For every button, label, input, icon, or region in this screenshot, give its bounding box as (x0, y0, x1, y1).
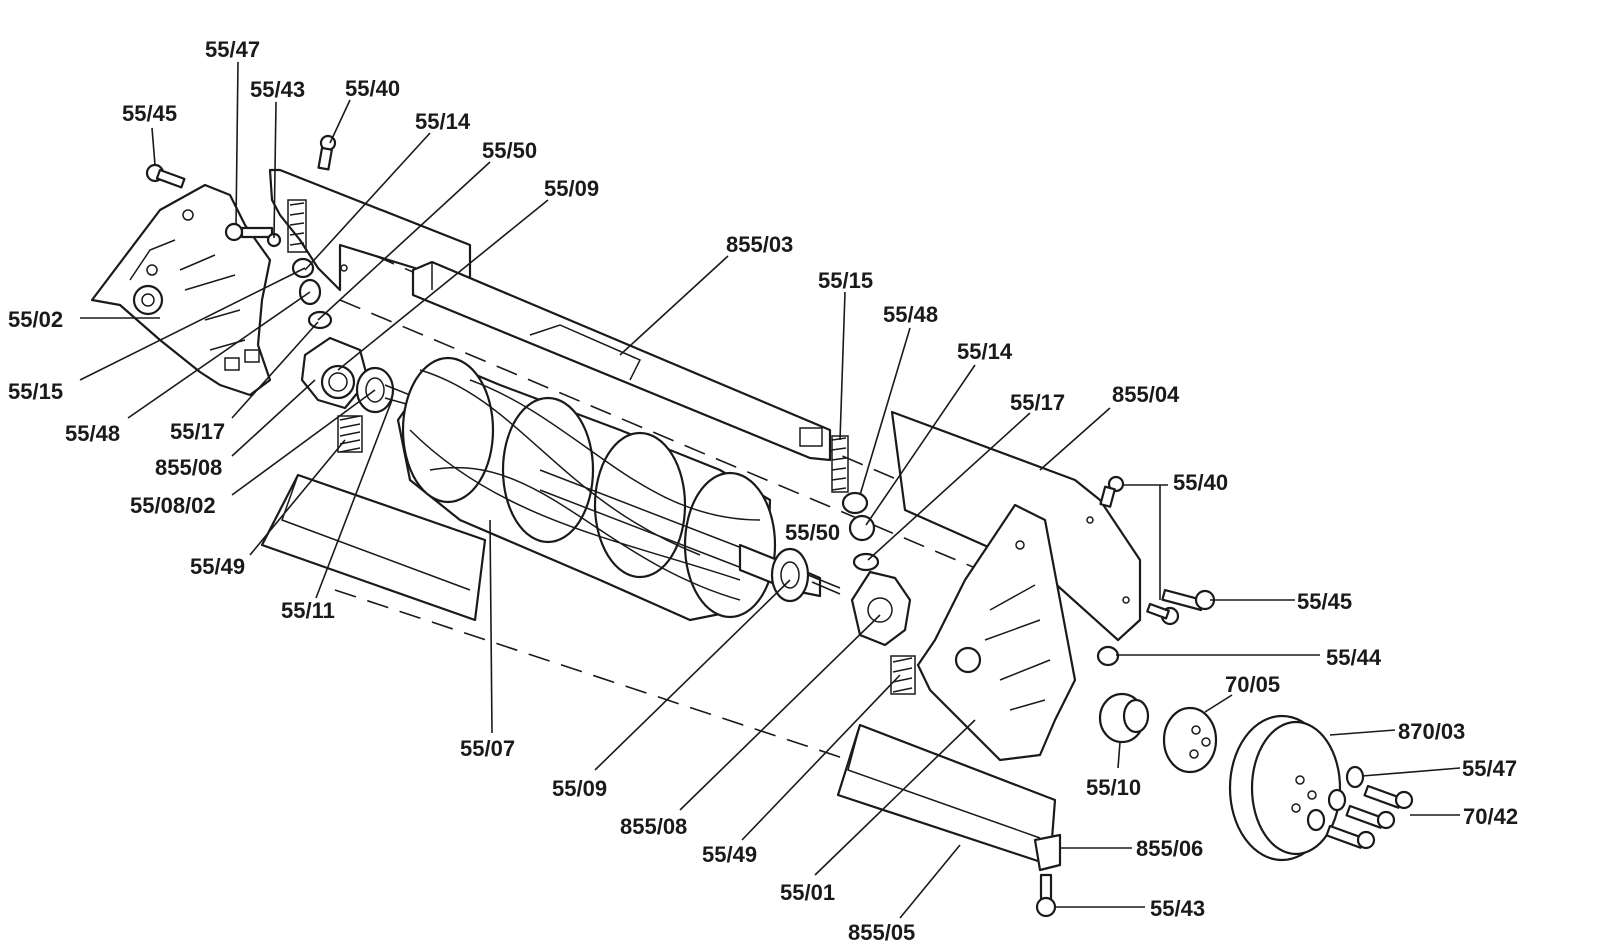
callout-55-43-top: 55/43 (250, 77, 305, 102)
middle-nut (841, 491, 880, 572)
callout-55-45-right: 55/45 (1297, 589, 1352, 614)
hub-70-05 (1162, 706, 1218, 774)
pulley-washers (1306, 765, 1365, 832)
pulley-bolts (1325, 784, 1414, 850)
left-cutter-bearing (355, 366, 411, 414)
callout-55-17-mid: 55/17 (1010, 390, 1065, 415)
callout-55-10: 55/10 (1086, 775, 1141, 800)
callout-55-43-bottom: 55/43 (1150, 896, 1205, 921)
left-lower-blade (260, 473, 487, 622)
screw-right-lower (1146, 602, 1180, 626)
left-bearing-housing (300, 336, 370, 410)
bottom-blade-bar (411, 260, 832, 462)
callout-55-01: 55/01 (780, 880, 835, 905)
bearing-55-10 (1098, 692, 1150, 744)
screw-left-plate (224, 222, 282, 248)
callout-55-40-top: 55/40 (345, 76, 400, 101)
callout-55-47-right: 55/47 (1462, 756, 1517, 781)
right-bearing-housing (850, 570, 912, 647)
callout-55-49-left: 55/49 (190, 554, 245, 579)
callout-55-50-mid: 55/50 (785, 520, 840, 545)
cutting-reel (396, 356, 841, 622)
callout-855-05: 855/05 (848, 920, 915, 945)
callout-55-17-left: 55/17 (170, 419, 225, 444)
callout-870-03: 870/03 (1398, 719, 1465, 744)
screw-right-top (1099, 475, 1125, 508)
screw-top-center (317, 134, 337, 171)
callout-855-04: 855/04 (1112, 382, 1180, 407)
screw-bottom (1035, 873, 1057, 918)
callout-55-48-mid: 55/48 (883, 302, 938, 327)
callout-55-15-left: 55/15 (8, 379, 63, 404)
callout-70-42: 70/42 (1463, 804, 1518, 829)
callout-55-11: 55/11 (281, 598, 335, 623)
callout-55-49-bottom: 55/49 (702, 842, 757, 867)
callout-55-02: 55/02 (8, 307, 63, 332)
callout-55-40-right: 55/40 (1173, 470, 1228, 495)
screw-top-left (145, 163, 186, 189)
right-spring (890, 655, 916, 695)
callout-55-50-top: 55/50 (482, 138, 537, 163)
callout-855-03: 855/03 (726, 232, 793, 257)
screw-right-mid (1161, 588, 1216, 612)
callout-55-47-top: 55/47 (205, 37, 260, 62)
left-side-plate (90, 183, 272, 397)
callout-55-09-top: 55/09 (544, 176, 599, 201)
callout-labels: 55/47 55/43 55/40 55/45 55/14 55/50 55/0… (8, 37, 1518, 945)
callout-55-14-mid: 55/14 (957, 339, 1013, 364)
stud-left (287, 199, 307, 253)
callout-855-08-left: 855/08 (155, 455, 222, 480)
frame-bar-top (268, 168, 472, 292)
right-side-plate (916, 503, 1077, 762)
callout-55-48-left: 55/48 (65, 421, 120, 446)
nut-55-44 (1096, 645, 1120, 667)
leader-lines (79, 61, 1461, 919)
callout-855-06: 855/06 (1136, 836, 1203, 861)
callout-55-08-02: 55/08/02 (130, 493, 216, 518)
callout-70-05: 70/05 (1225, 672, 1280, 697)
blade-clip (1033, 833, 1062, 872)
callout-855-08-bottom: 855/08 (620, 814, 687, 839)
left-spring (337, 415, 363, 453)
callout-55-09-bottom: 55/09 (552, 776, 607, 801)
pulley-870-03 (1228, 714, 1342, 862)
callout-55-15-mid: 55/15 (818, 268, 873, 293)
callout-55-07: 55/07 (460, 736, 515, 761)
callout-55-44: 55/44 (1326, 645, 1382, 670)
callout-55-45-top: 55/45 (122, 101, 177, 126)
middle-adjuster-stud (831, 435, 849, 493)
callout-55-14-top: 55/14 (415, 109, 471, 134)
